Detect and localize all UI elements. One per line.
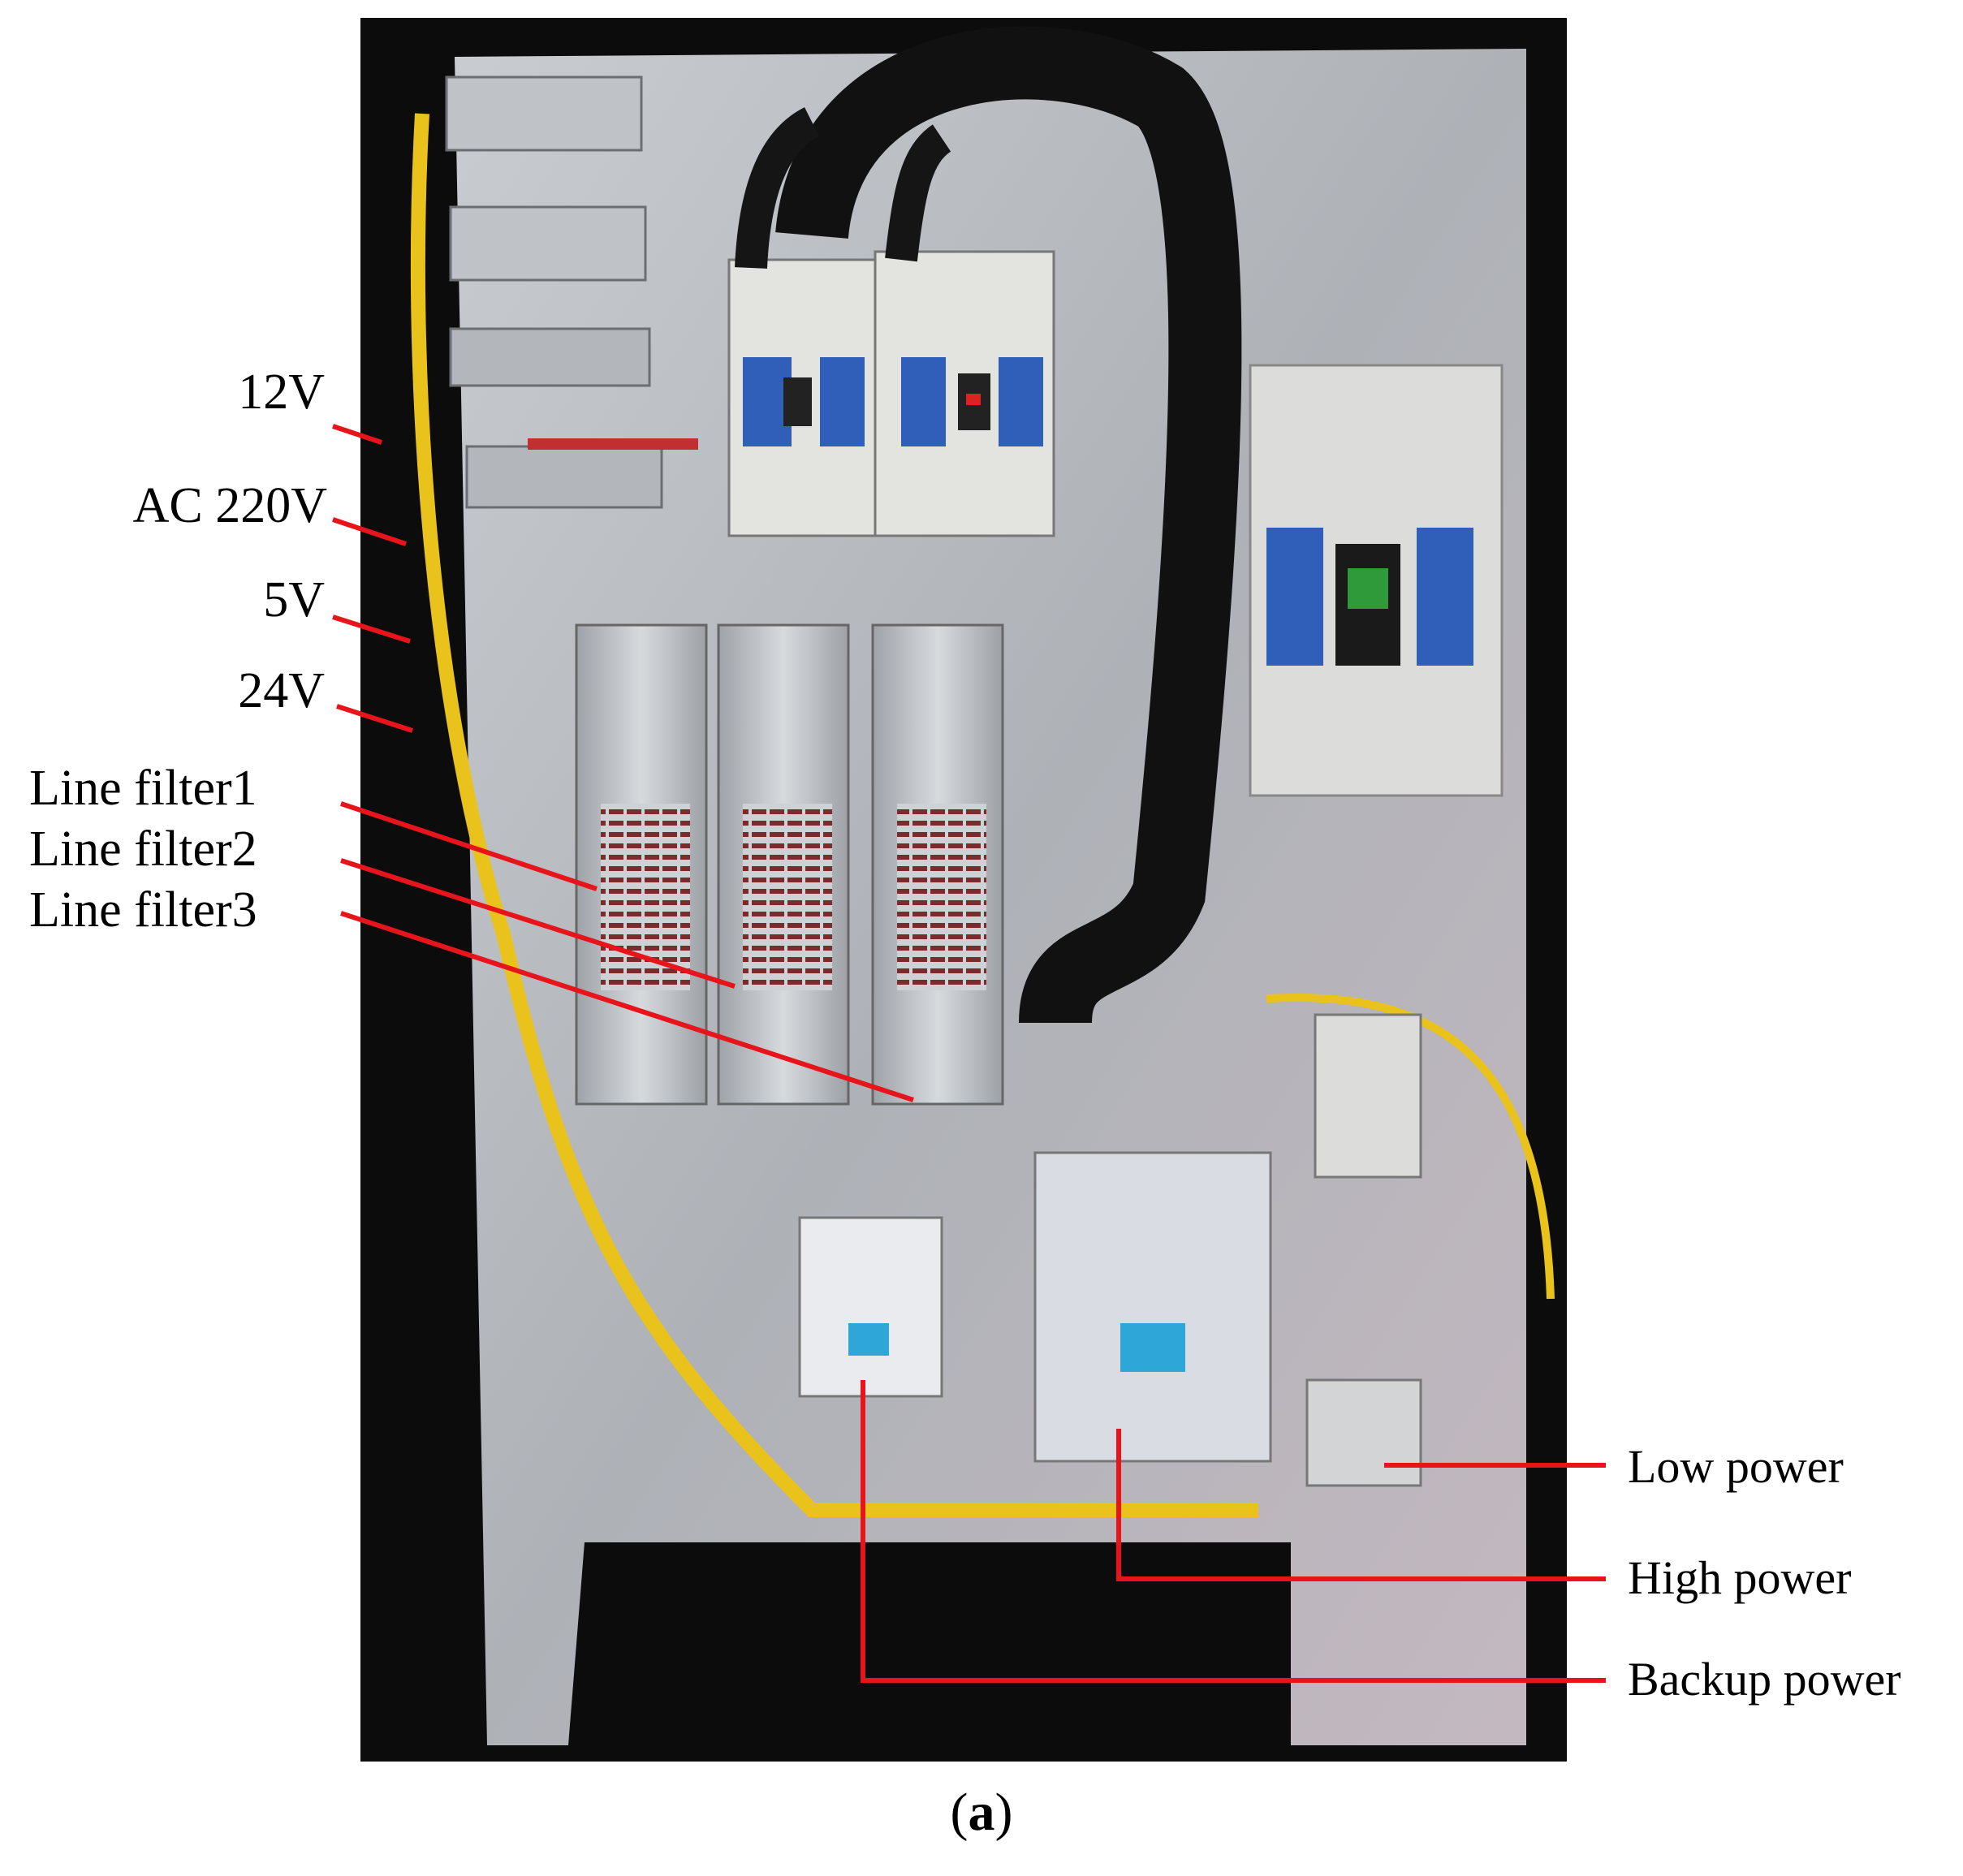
cable-bundle	[775, 26, 1242, 1025]
main-breakers	[727, 250, 1055, 537]
line-high-power	[1116, 1429, 1606, 1581]
label-24v: 24V	[238, 663, 325, 718]
label-backup-power: Backup power	[1628, 1653, 1901, 1706]
line-ac220v	[332, 517, 407, 546]
line-5v	[332, 615, 411, 644]
label-line-filter1: Line filter1	[29, 761, 257, 816]
label-line-filter2: Line filter2	[29, 822, 257, 877]
small-power-supplies	[445, 75, 698, 509]
line-backup-power	[861, 1380, 1606, 1683]
label-5v: 5V	[263, 572, 325, 627]
line-filter2	[340, 858, 736, 989]
yellow-wiring	[410, 113, 1258, 1517]
contactors	[798, 1013, 1422, 1487]
annotation-lines	[332, 424, 1606, 1683]
label-line-filter3: Line filter3	[29, 882, 257, 938]
caption-letter: a	[968, 1783, 995, 1842]
label-high-power: High power	[1628, 1551, 1852, 1604]
line-filter1	[340, 801, 598, 891]
line-24v	[336, 704, 413, 733]
figure-caption: (a)	[950, 1783, 1013, 1842]
label-ac-220v: AC 220V	[132, 478, 327, 533]
line-12v	[332, 424, 382, 445]
label-low-power: Low power	[1628, 1440, 1844, 1493]
line-filters	[575, 623, 1004, 1106]
line-filter3	[340, 911, 914, 1102]
label-12v: 12V	[238, 364, 325, 420]
right-large-breaker	[1249, 364, 1504, 797]
